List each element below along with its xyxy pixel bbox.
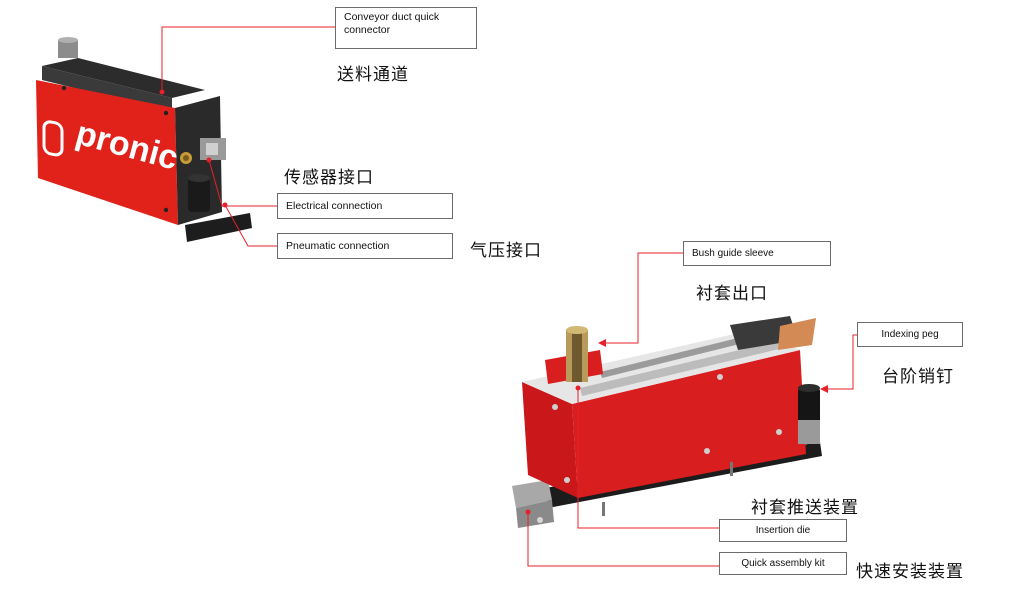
callout-insertion-label: Insertion die: [755, 525, 811, 536]
callout-insertion-box: Insertion die: [719, 519, 847, 542]
cn-label-electrical: 传感器接口: [284, 168, 374, 188]
leader-bush-guide: [604, 252, 683, 344]
callout-electrical-label: Electrical connection: [286, 200, 383, 212]
leader-quick-kit: [527, 512, 719, 567]
leader-dot-electrical: [206, 157, 212, 163]
callout-conveyor-label: Conveyor duct quick connector: [344, 11, 440, 36]
cn-label-bush-guide: 衬套出口: [696, 284, 768, 304]
cn-label-conveyor: 送料通道: [337, 65, 409, 85]
cn-label-quick-kit: 快速安装装置: [856, 562, 964, 582]
callout-conveyor-box: Conveyor duct quick connector: [335, 7, 477, 49]
callout-pneumatic-label: Pneumatic connection: [286, 240, 390, 252]
leader-indexing: [826, 334, 857, 390]
callout-quick-kit-box: Quick assembly kit: [719, 552, 847, 575]
callout-electrical-box: Electrical connection: [277, 193, 453, 219]
leader-lines: [161, 26, 857, 567]
leader-dot-conveyor: [159, 89, 165, 95]
callout-bush-guide-label: Bush guide sleeve: [692, 248, 774, 259]
leader-pneumatic: [224, 204, 277, 247]
arrow-bush-guide: [598, 339, 606, 347]
leader-electrical: [208, 159, 277, 207]
leader-dot-insertion: [575, 385, 581, 391]
cn-label-insertion: 衬套推送装置: [751, 498, 859, 518]
cn-label-indexing: 台阶销钉: [882, 367, 954, 387]
callout-bush-guide-box: Bush guide sleeve: [683, 241, 831, 266]
callout-indexing-box: Indexing peg: [857, 322, 963, 347]
leader-dot-pneumatic: [222, 202, 228, 208]
cn-label-pneumatic: 气压接口: [470, 241, 542, 261]
arrow-indexing: [820, 385, 828, 393]
leader-conveyor: [161, 26, 335, 92]
callout-pneumatic-box: Pneumatic connection: [277, 233, 453, 259]
callout-quick-kit-label: Quick assembly kit: [741, 558, 825, 569]
leader-dot-quick-kit: [525, 509, 531, 515]
leader-insertion: [577, 388, 719, 529]
callout-indexing-label: Indexing peg: [881, 329, 939, 340]
